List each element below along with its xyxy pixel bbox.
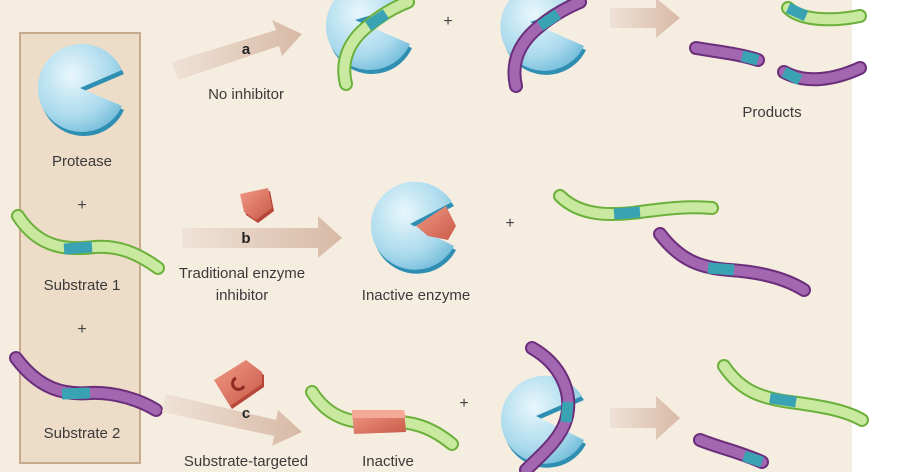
legend-substrate2-label: Substrate 2 <box>44 425 121 442</box>
row-b-arrow-label-line2: inhibitor <box>216 287 269 304</box>
legend-plus-1: + <box>77 197 86 214</box>
row-a-result-arrow-icon <box>610 0 680 38</box>
row-c-products <box>693 359 869 469</box>
row-c-inactive-label: Inactive <box>362 453 414 470</box>
row-b-arrow-label-line1: Traditional enzyme <box>179 265 305 282</box>
row-a-enzyme-substrate2-complex <box>500 0 587 93</box>
row-c-arrow-icon <box>162 394 302 446</box>
row-c-arrow-letter: c <box>242 405 250 422</box>
row-c-plus: + <box>459 395 468 412</box>
row-b-arrow-letter: b <box>241 230 250 247</box>
row-b-free-substrate2 <box>653 227 811 297</box>
row-a-enzyme-substrate1-complex <box>325 0 415 91</box>
row-b-arrow-icon <box>182 216 342 258</box>
row-a-plus: + <box>443 13 452 30</box>
row-c-result-arrow-icon <box>610 396 680 440</box>
row-c-enzyme-substrate2-complex <box>500 341 586 472</box>
row-a-arrow-letter: a <box>242 41 251 58</box>
row-b-inactive-enzyme-label: Inactive enzyme <box>362 287 470 304</box>
legend-substrate1-icon <box>11 209 165 275</box>
row-c-inhibitor-icon <box>214 360 264 409</box>
row-c-arrow-label: Substrate-targeted <box>184 453 308 470</box>
legend-protease-icon <box>37 43 124 136</box>
legend-plus-2: + <box>77 321 86 338</box>
row-a-products <box>689 1 867 87</box>
legend-substrate1-label: Substrate 1 <box>44 277 121 294</box>
row-a-arrow-label: No inhibitor <box>208 86 284 103</box>
row-c-inactive-substrate-icon <box>305 385 459 451</box>
legend-protease-label: Protease <box>52 153 112 170</box>
row-b-plus: + <box>505 215 514 232</box>
row-a-products-label: Products <box>742 104 801 121</box>
row-b-free-substrate1 <box>553 189 719 222</box>
row-a-arrow-icon <box>172 20 302 80</box>
row-b-inactive-enzyme-icon <box>370 181 456 274</box>
legend-substrate2-icon <box>9 351 163 417</box>
row-b-inhibitor-icon <box>240 188 274 223</box>
